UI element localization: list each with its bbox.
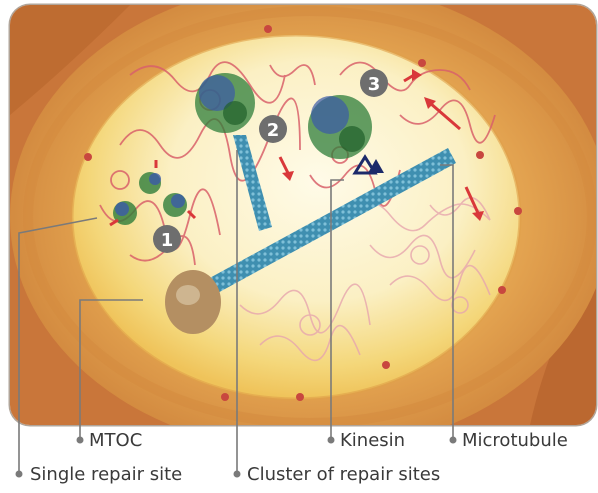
callout-line-kinesin	[331, 180, 344, 440]
callout-dot-single-repair-site	[16, 471, 23, 478]
callout-line-microtubule	[440, 165, 453, 440]
callout-dot-microtubule	[450, 437, 457, 444]
label-kinesin: Kinesin	[340, 432, 405, 450]
label-microtubule: Microtubule	[462, 432, 568, 450]
callout-dot-cluster	[234, 471, 241, 478]
label-cluster-of-repair-sites: Cluster of repair sites	[247, 466, 440, 484]
callout-line-mtoc	[80, 300, 143, 440]
label-single-repair-site: Single repair site	[30, 466, 182, 484]
callout-dot-mtoc	[77, 437, 84, 444]
callout-dot-kinesin	[328, 437, 335, 444]
callout-line-single-repair-site	[19, 218, 97, 474]
label-mtoc: MTOC	[89, 432, 142, 450]
